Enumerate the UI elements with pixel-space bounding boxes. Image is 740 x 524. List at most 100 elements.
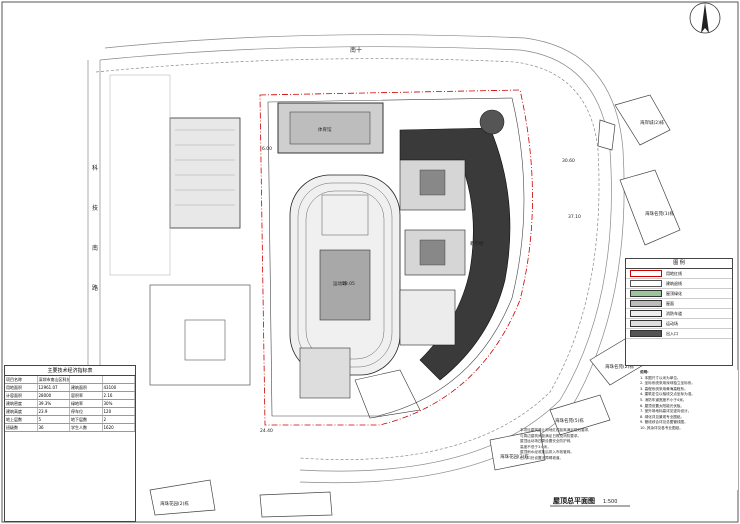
legend-item: 建筑退线	[626, 279, 732, 289]
dimension-1: 30.60	[562, 158, 575, 164]
road-label-2: 技	[92, 204, 98, 212]
note-line: 9. 管线综合详见总图管线图。	[640, 420, 688, 425]
legend-item: 出入口	[626, 329, 732, 339]
neighbour-label-1: 海岸城(2)栋	[640, 119, 665, 126]
table-cell: 28000	[38, 392, 70, 399]
dimension-3: 24.40	[260, 428, 273, 434]
table-cell: 39.3%	[38, 400, 70, 407]
notes-body: 1. 本图尺寸以米为单位。2. 坐标系统采用深圳独立坐标系。3. 高程系统采用黄…	[640, 376, 738, 432]
legend-panel: 图 例 用地红线建筑退线屋顶绿化屋面消防车道运动场出入口	[625, 258, 733, 366]
note-long-line: 出入口处设置无障碍坡道。	[520, 455, 564, 460]
dimension-2: 37.10	[568, 214, 581, 220]
legend-title: 图 例	[626, 259, 732, 269]
table-cell: 停车位	[70, 408, 103, 415]
legend-label: 用地红线	[666, 270, 682, 276]
table-cell: 43100	[103, 384, 135, 391]
legend-swatch	[630, 320, 662, 327]
table-cell: 建筑密度	[5, 400, 38, 407]
sports-field	[289, 174, 401, 376]
note-line: 3. 高程系统采用黄海高程系。	[640, 386, 688, 391]
table-cell: 学生人数	[70, 424, 103, 431]
table-cell: 30%	[103, 400, 135, 407]
table-cell: 用地面积	[5, 384, 38, 391]
building-label: 教学楼	[470, 240, 484, 247]
table-cell: 2.16	[103, 392, 135, 399]
table-cell: 容积率	[70, 392, 103, 399]
legend-item: 消防车道	[626, 309, 732, 319]
note-line: 2. 坐标系统采用深圳独立坐标系。	[640, 381, 695, 386]
legend-swatch	[630, 330, 662, 337]
legend-label: 出入口	[666, 330, 678, 336]
note-long-line: 高度不低于3.0米。	[520, 444, 551, 449]
legend-swatch	[630, 290, 662, 297]
legend-item: 运动场	[626, 319, 732, 329]
legend-label: 屋顶绿化	[666, 290, 682, 296]
road-label-1: 科	[92, 164, 98, 172]
legend-item: 屋顶绿化	[626, 289, 732, 299]
table-title: 主要技术经济指标表	[5, 366, 135, 376]
dimension-5: 18.05	[342, 281, 355, 287]
drawing-title: 屋顶总平面图	[553, 496, 595, 505]
west-building	[109, 74, 251, 386]
table-cell	[103, 376, 135, 383]
neighbour-label-3: 海珠名苑(2)栋	[605, 363, 634, 370]
note-long-line: 屋顶运动场四周设置安全防护网,	[520, 439, 572, 444]
teaching-building	[399, 109, 511, 381]
notes-title: 说明:	[640, 370, 649, 374]
neighbour-label-5: 海珠花园(3)栋	[500, 453, 529, 460]
table-cell: 班级数	[5, 424, 38, 431]
notes-panel: 说明: 1. 本图尺寸以米为单位。2. 坐标系统采用深圳独立坐标系。3. 高程系…	[640, 370, 738, 490]
legend-swatch	[630, 300, 662, 307]
legend-label: 运动场	[666, 320, 678, 326]
table-cell: 建筑高度	[5, 408, 38, 415]
field-label: 运动场	[333, 280, 347, 287]
gym-label: 体育馆	[318, 126, 332, 133]
legend-label: 消防车道	[666, 310, 682, 316]
neighbour-label-4: 海珠名苑(5)栋	[555, 417, 584, 424]
table-cell: 5	[38, 416, 70, 423]
gym-block	[277, 102, 384, 154]
table-cell: 2	[103, 416, 135, 423]
table-cell: 23.9	[38, 408, 70, 415]
note-long-line: 与周边建筑间距满足日照及消防要求。	[520, 433, 582, 438]
dimension-4: 6.00	[262, 146, 272, 152]
neighbour-label-2: 海珠名苑(1)栋	[645, 210, 674, 217]
table-cell: 36	[38, 424, 70, 431]
table-cell: 项目名称	[5, 376, 38, 383]
drawing-scale: 1:500	[603, 499, 617, 505]
note-line: 6. 屋顶设置太阳能光伏板。	[640, 403, 685, 408]
table-cell: 计容面积	[5, 392, 38, 399]
legend-item: 屋面	[626, 299, 732, 309]
entry-plaza	[299, 347, 421, 419]
table-cell: 120	[103, 408, 135, 415]
legend-item: 用地红线	[626, 269, 732, 279]
neighbour-buildings	[149, 94, 681, 518]
note-line: 4. 建筑定位以轴线交点坐标为准。	[640, 392, 695, 397]
legend-label: 建筑退线	[666, 280, 682, 286]
legend-label: 屋面	[666, 300, 674, 306]
legend-swatch	[630, 280, 662, 287]
table-row: 项目名称深圳市南山区科技南路学校	[5, 376, 135, 384]
table-cell: 建筑面积	[70, 384, 103, 391]
table-cell: 深圳市南山区科技南路学校	[38, 376, 70, 383]
technical-indicators-table: 主要技术经济指标表 项目名称深圳市南山区科技南路学校用地面积12961.07建筑…	[4, 365, 136, 522]
legend-swatch	[630, 310, 662, 317]
note-line: 1. 本图尺寸以米为单位。	[640, 375, 681, 380]
note-line: 10. 其余详见各专业图纸。	[640, 425, 683, 430]
table-cell: 12961.07	[38, 384, 70, 391]
note-long-line: 屋顶雨水经收集后排入市政管网。	[520, 450, 574, 455]
table-cell: 地上层数	[5, 416, 38, 423]
south-road-label: 南十	[350, 46, 362, 54]
notes-long-body: 本项目建筑退让用地红线距离满足规划要求,与周边建筑间距满足日照及消防要求。屋顶运…	[520, 428, 640, 498]
north-arrow-icon	[689, 2, 721, 34]
legend-body: 用地红线建筑退线屋顶绿化屋面消防车道运动场出入口	[626, 269, 732, 339]
table-cell	[70, 376, 103, 383]
